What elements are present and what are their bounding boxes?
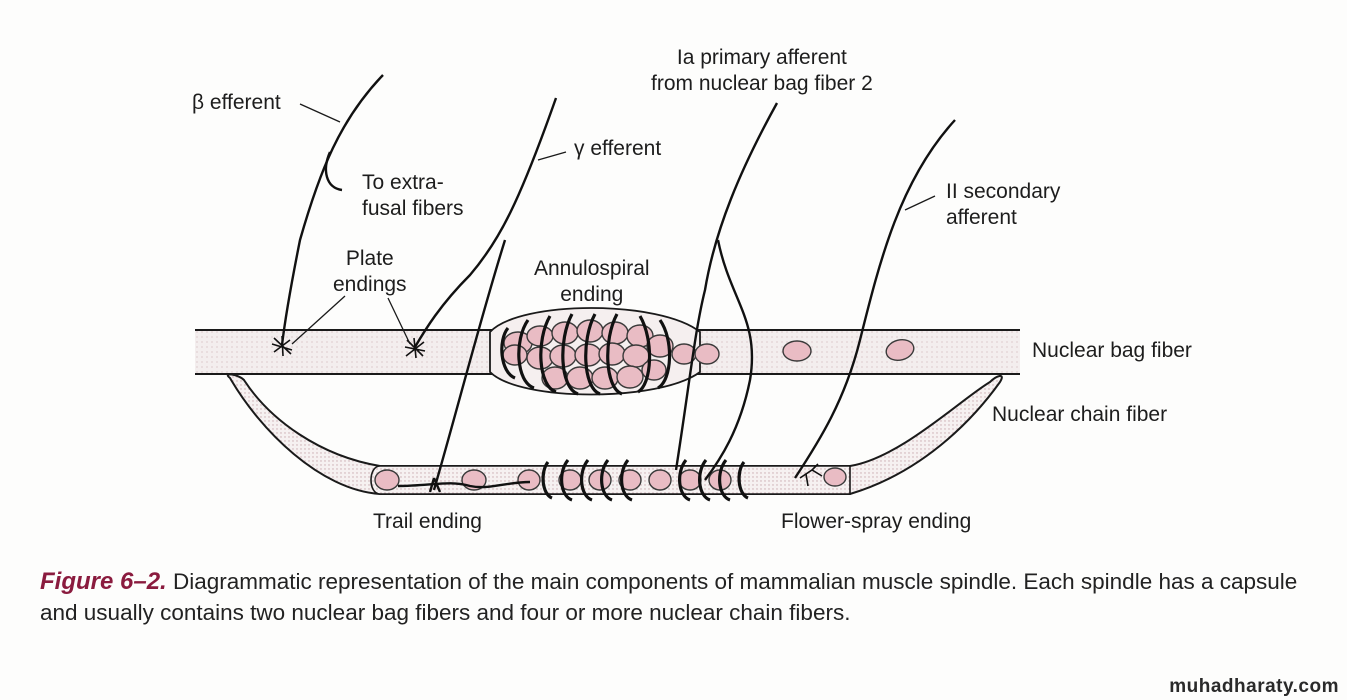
ii-secondary-fiber <box>793 119 956 479</box>
nerve-fibers <box>280 74 956 493</box>
annulospiral-coils <box>500 313 672 396</box>
label-to-extrafusal: To extra- fusal fibers <box>362 171 464 220</box>
figure-caption: Figure 6–2. Diagrammatic representation … <box>40 566 1330 628</box>
label-beta-efferent: β efferent <box>192 91 281 114</box>
label-nuclear-chain: Nuclear chain fiber <box>992 403 1168 426</box>
label-ii-secondary: II secondary afferent <box>946 180 1061 229</box>
watermark: muhadharaty.com <box>1169 676 1339 697</box>
ia-afferent-branch <box>704 239 754 481</box>
label-annulospiral: Annulospiral ending <box>534 257 650 306</box>
label-plate-endings: Plate endings <box>333 247 407 296</box>
plate-endings <box>271 335 426 359</box>
figure-label: Figure 6–2. <box>40 568 167 595</box>
label-ia-afferent: Ia primary afferent from nuclear bag fib… <box>651 46 873 95</box>
label-gamma-efferent: γ efferent <box>574 137 662 160</box>
label-nuclear-bag: Nuclear bag fiber <box>1032 339 1192 362</box>
muscle-spindle-diagram <box>195 74 1020 502</box>
caption-text: Diagrammatic representation of the main … <box>40 569 1298 625</box>
flower-spray-ending <box>799 463 823 487</box>
gamma-efferent-fiber <box>413 97 558 348</box>
to-extrafusal-branch <box>324 151 343 192</box>
leader-lines <box>291 103 936 345</box>
ia-afferent-fiber <box>674 102 779 471</box>
label-trail-ending: Trail ending <box>373 510 482 533</box>
gamma-trail-branch <box>432 239 507 491</box>
chain-coils <box>541 458 749 502</box>
trail-ending-filament <box>397 480 531 489</box>
beta-efferent-fiber <box>280 74 384 346</box>
chain-nuclei <box>374 467 847 491</box>
label-flower-spray: Flower-spray ending <box>781 510 972 533</box>
